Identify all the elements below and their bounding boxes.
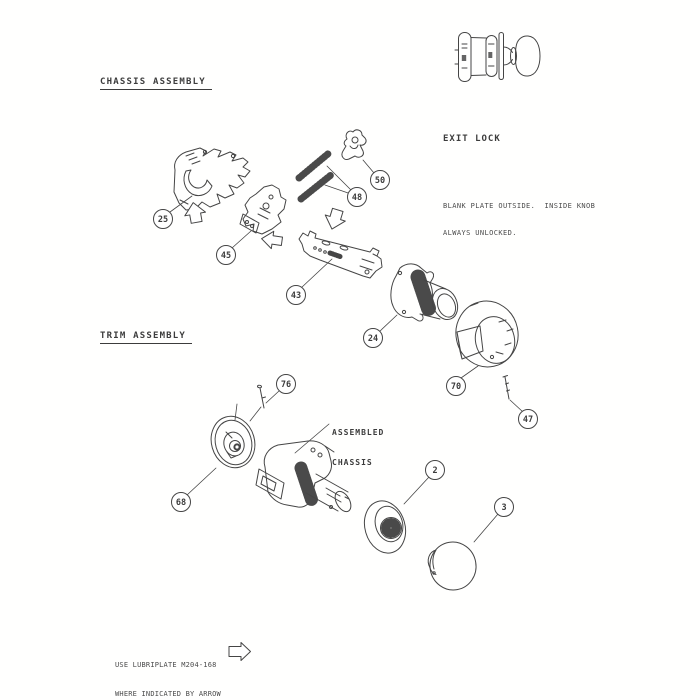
lubrication-footnote: USE LUBRIPLATE M204-168 WHERE INDICATED … xyxy=(115,642,221,700)
balloon-43-number: 43 xyxy=(291,291,301,301)
balloon-24-number: 24 xyxy=(368,334,378,344)
leader-lines xyxy=(169,159,524,543)
part-76-pin xyxy=(257,384,266,409)
balloon-50-number: 50 xyxy=(375,176,385,186)
lubrication-footnote-line1: USE LUBRIPLATE M204-168 xyxy=(115,661,217,669)
balloon-48: 48 xyxy=(347,187,367,207)
balloon-3: 3 xyxy=(494,497,514,517)
down-arrow-icon xyxy=(324,207,346,230)
balloon-25-number: 25 xyxy=(158,215,168,225)
assembled-chassis-drawing xyxy=(255,440,352,513)
assembled-chassis-label-line2: CHASSIS xyxy=(332,458,373,467)
part-70-knob-shell xyxy=(455,300,519,368)
balloon-25: 25 xyxy=(153,209,173,229)
balloon-47: 47 xyxy=(518,409,538,429)
part-3-knob xyxy=(427,541,477,591)
balloon-43: 43 xyxy=(286,285,306,305)
part-43-frame-plate xyxy=(298,230,383,279)
balloon-2-number: 2 xyxy=(432,466,437,476)
up-arrow-icon xyxy=(184,202,207,224)
trim-assembly-title: TRIM ASSEMBLY xyxy=(100,331,193,344)
part-48-springs xyxy=(295,149,335,203)
exit-lock-title: EXIT LOCK xyxy=(443,134,501,144)
exit-lock-drawing xyxy=(454,32,541,82)
balloon-callouts: 25 45 48 50 43 24 70 47 76 68 2 3 xyxy=(153,170,538,517)
balloon-68: 68 xyxy=(171,492,191,512)
part-45-retractor xyxy=(239,184,287,235)
part-47-pin xyxy=(502,375,510,400)
exit-lock-label-block: EXIT LOCK BLANK PLATE OUTSIDE. INSIDE KN… xyxy=(443,96,595,294)
balloon-2: 2 xyxy=(425,460,445,480)
balloon-47-number: 47 xyxy=(523,415,533,425)
assembled-chassis-label-line1: ASSEMBLED xyxy=(332,428,385,437)
balloon-50: 50 xyxy=(370,170,390,190)
part-24-hub xyxy=(390,263,459,322)
balloon-68-number: 68 xyxy=(176,498,186,508)
balloon-76: 76 xyxy=(276,374,296,394)
assembled-chassis-label: ASSEMBLED CHASSIS xyxy=(332,408,384,488)
balloon-70-number: 70 xyxy=(451,382,461,392)
balloon-24: 24 xyxy=(363,328,383,348)
lubrication-footnote-line2: WHERE INDICATED BY ARROW xyxy=(115,689,221,698)
part-25-chassis-housing xyxy=(173,147,251,211)
balloon-48-number: 48 xyxy=(352,193,362,203)
balloon-45-number: 45 xyxy=(221,251,231,261)
left-arrow-icon xyxy=(261,230,284,250)
balloon-76-number: 76 xyxy=(281,380,291,390)
part-68-rose xyxy=(210,403,262,469)
chassis-assembly-title: CHASSIS ASSEMBLY xyxy=(100,77,212,90)
balloon-3-number: 3 xyxy=(501,503,506,513)
balloon-70: 70 xyxy=(446,376,466,396)
part-50-locking-cam xyxy=(341,129,367,160)
part-2-rose xyxy=(363,500,407,554)
exit-lock-note-line2: ALWAYS UNLOCKED. xyxy=(443,229,517,237)
exit-lock-note-line1: BLANK PLATE OUTSIDE. INSIDE KNOB xyxy=(443,202,596,210)
balloon-45: 45 xyxy=(216,245,236,265)
lube-note-arrow-icon xyxy=(228,642,251,661)
